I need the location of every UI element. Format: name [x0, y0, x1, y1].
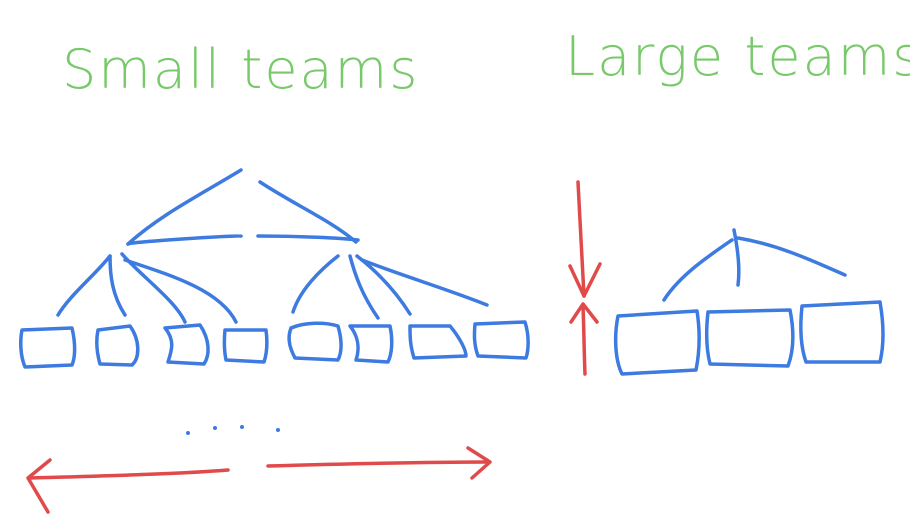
- large-tree-left-branch: [662, 238, 734, 302]
- small-team-box: [287, 321, 343, 362]
- title-small-teams: Small teams: [62, 38, 419, 101]
- tree-left-branch-1: [56, 254, 112, 317]
- arrow-down-shaft: [576, 180, 586, 298]
- tree-top-left-branch: [126, 168, 243, 246]
- compress-arrow-vertical: [568, 180, 602, 376]
- small-team-box: [348, 324, 394, 364]
- arrow-right-shaft: [266, 460, 490, 468]
- tree-left-branch-3: [120, 252, 187, 324]
- small-team-box: [222, 328, 269, 364]
- large-team-box: [799, 300, 885, 364]
- arrow-left-head: [26, 458, 52, 514]
- small-team-box: [163, 323, 210, 366]
- continuation-dots: [186, 425, 280, 435]
- tree-right-branch-2: [348, 254, 380, 320]
- arrow-up-shaft: [581, 304, 587, 376]
- tree-right-branch-3: [355, 254, 412, 316]
- arrow-left-shaft: [28, 468, 230, 480]
- tree-right-branch-4: [360, 258, 489, 307]
- large-tree-mid-branch: [732, 228, 741, 287]
- tree-right-mid-bar: [256, 234, 360, 242]
- large-team-box: [704, 308, 795, 368]
- small-team-box: [408, 324, 468, 360]
- arrow-down-head: [568, 262, 602, 298]
- large-team-box: [613, 309, 701, 376]
- small-team-box: [94, 324, 140, 367]
- large-teams-hierarchy: [568, 180, 885, 376]
- large-tree-right-branch: [736, 236, 847, 277]
- small-team-box: [19, 326, 77, 369]
- expand-arrow-horizontal: [26, 446, 492, 514]
- tree-top-right-branch: [258, 180, 358, 244]
- title-large-teams: Large teams: [565, 25, 910, 88]
- small-teams-hierarchy: [19, 168, 530, 514]
- tree-left-branch-4: [123, 258, 238, 324]
- small-team-box: [472, 320, 530, 360]
- tree-left-mid-bar: [126, 234, 243, 246]
- tree-left-branch-2: [108, 254, 127, 317]
- arrow-up-head: [569, 302, 599, 324]
- tree-right-branch-1: [291, 254, 340, 314]
- arrow-right-head: [466, 446, 492, 480]
